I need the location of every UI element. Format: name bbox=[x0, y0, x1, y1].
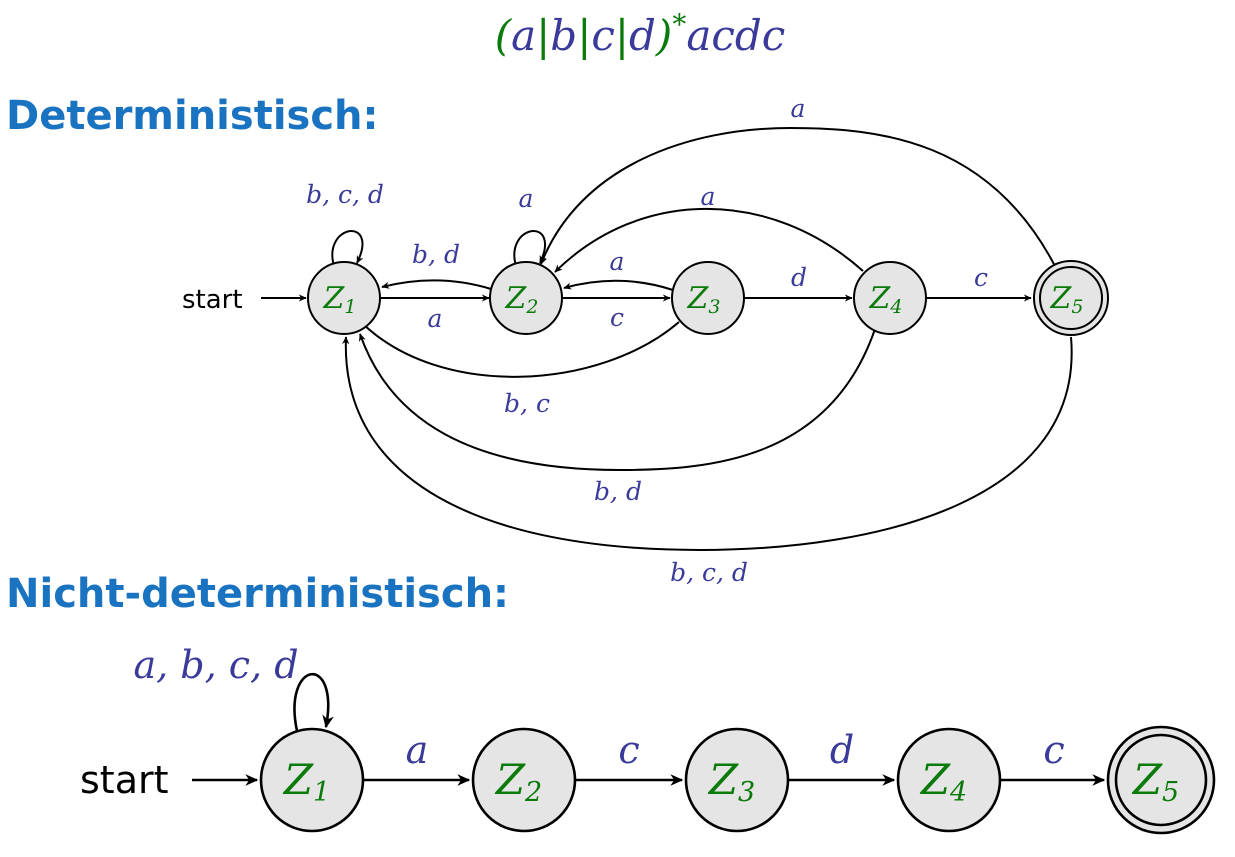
det-label-3-4: d bbox=[791, 263, 807, 292]
deterministic-heading: Deterministisch: bbox=[6, 93, 379, 139]
svg-text:Z4: Z4 bbox=[919, 755, 967, 808]
svg-text:Z4: Z4 bbox=[869, 281, 903, 318]
det-state-z1: Z1 bbox=[307, 261, 381, 335]
nd-state-z5-accepting: Z5 bbox=[1106, 725, 1216, 835]
nondeterministic-automaton: start a, b, c, d a c d c Z1 Z2 Z3 Z4 bbox=[80, 643, 1216, 835]
det-label-1-1: b, c, d bbox=[306, 180, 384, 209]
nd-label-1-2: a bbox=[406, 728, 429, 772]
svg-text:Z5: Z5 bbox=[1050, 281, 1084, 318]
svg-text:Z3: Z3 bbox=[707, 755, 755, 808]
det-label-5-1: b, c, d bbox=[670, 558, 748, 587]
nd-state-z3: Z3 bbox=[684, 727, 790, 833]
svg-text:Z1: Z1 bbox=[282, 755, 330, 808]
nd-start-label: start bbox=[80, 758, 169, 802]
svg-text:Z5: Z5 bbox=[1131, 755, 1179, 808]
det-edge-5-2 bbox=[540, 126, 1057, 269]
svg-text:Z2: Z2 bbox=[505, 281, 539, 318]
det-edge-2-2 bbox=[513, 230, 547, 267]
det-label-2-3: c bbox=[610, 303, 624, 332]
det-start-label: start bbox=[182, 285, 243, 315]
det-edge-2-1 bbox=[381, 279, 492, 290]
det-state-z4: Z4 bbox=[853, 261, 927, 335]
det-label-4-2: a bbox=[701, 182, 716, 211]
det-state-z2: Z2 bbox=[489, 261, 563, 335]
det-state-z5-accepting: Z5 bbox=[1033, 260, 1109, 336]
det-label-2-1: b, d bbox=[412, 240, 460, 269]
det-edge-3-1 bbox=[360, 321, 680, 378]
nondeterministic-heading: Nicht-deterministisch: bbox=[6, 571, 510, 617]
nd-state-z1: Z1 bbox=[259, 727, 365, 833]
nd-state-z4: Z4 bbox=[896, 727, 1002, 833]
det-label-1-2: a bbox=[428, 304, 443, 333]
det-edge-3-2 bbox=[563, 279, 674, 291]
det-label-3-2: a bbox=[610, 247, 625, 276]
det-label-5-2: a bbox=[791, 94, 806, 123]
det-edge-4-1 bbox=[358, 328, 876, 472]
svg-text:Z2: Z2 bbox=[494, 755, 542, 808]
det-label-2-2: a bbox=[519, 184, 534, 213]
det-edge-1-1 bbox=[331, 230, 364, 267]
svg-text:Z1: Z1 bbox=[323, 281, 357, 318]
det-edge-5-1 bbox=[342, 336, 1073, 552]
nd-label-4-5: c bbox=[1043, 728, 1064, 772]
nd-label-3-4: d bbox=[830, 728, 854, 772]
regex-title: (a|b|c|d)*acdc bbox=[495, 8, 786, 60]
det-label-4-1: b, d bbox=[594, 477, 642, 506]
nd-state-z2: Z2 bbox=[471, 727, 577, 833]
deterministic-automaton: start b, c, d a b, d a c a b, c d a b, d… bbox=[182, 94, 1109, 587]
nd-edge-1-1 bbox=[293, 672, 334, 732]
svg-text:Z3: Z3 bbox=[687, 281, 721, 318]
det-label-4-5: c bbox=[974, 263, 988, 292]
det-state-z3: Z3 bbox=[671, 261, 745, 335]
det-label-3-1: b, c bbox=[504, 389, 550, 418]
nd-label-1-1: a, b, c, d bbox=[133, 643, 298, 687]
det-edge-4-2 bbox=[554, 207, 864, 273]
nd-label-2-3: c bbox=[618, 728, 639, 772]
